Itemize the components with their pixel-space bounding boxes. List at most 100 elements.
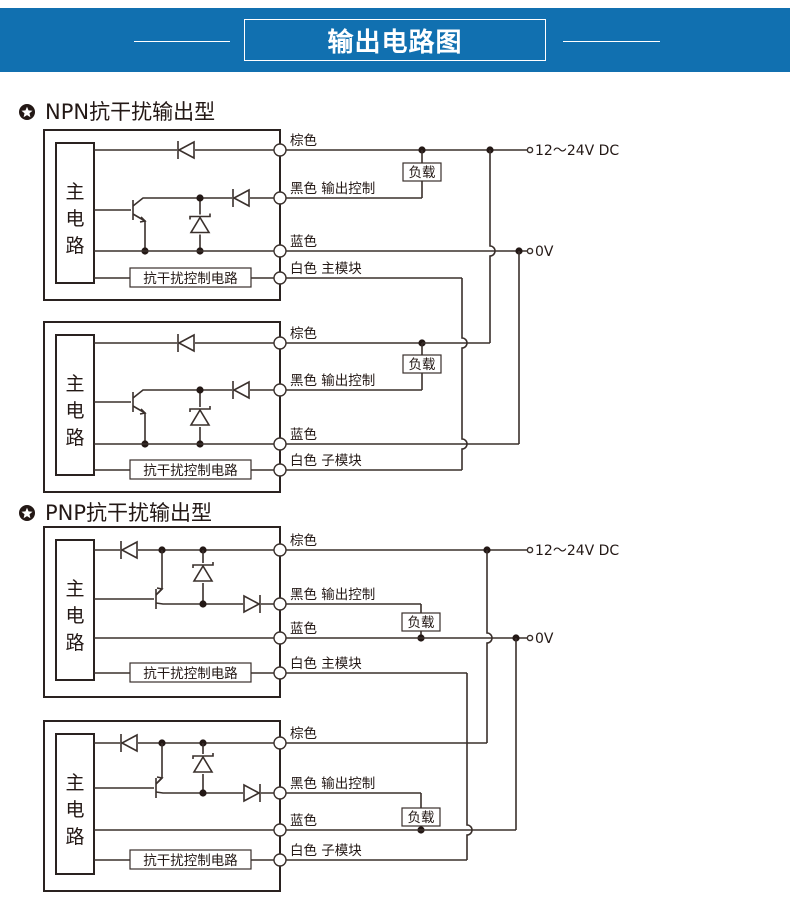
transistor-arrow [139, 216, 147, 223]
load-label: 负载 [408, 810, 435, 826]
header-title-box: 输出电路图 [244, 19, 546, 61]
diode-icon [243, 783, 261, 803]
terminal-icon [273, 597, 287, 611]
main-circuit-label: 主 [65, 373, 84, 395]
zener-diode-icon [192, 753, 214, 774]
wire-color-label: 蓝色 [290, 233, 317, 250]
diode-icon [120, 540, 138, 560]
diode-triangle [232, 188, 250, 208]
main-circuit-label: 电 [65, 208, 84, 230]
diode-triangle [177, 140, 195, 160]
wire-brown-bus [486, 550, 493, 743]
main-circuit-label: 电 [65, 605, 84, 627]
wire-color-label: 蓝色 [290, 620, 317, 637]
terminal-icon [273, 383, 287, 397]
terminal-icon [273, 853, 287, 867]
wire-color-label: 白色 主模块 [290, 655, 362, 672]
terminal-icon [273, 543, 287, 557]
page-header: 输出电路图 [0, 8, 790, 72]
transistor-collector-wire [132, 389, 275, 399]
wire-white-bus [461, 278, 468, 470]
section-heading-text: PNP抗干扰输出型 [45, 501, 212, 525]
main-circuit-label: 主 [65, 578, 84, 600]
diode-gap [120, 735, 138, 751]
wire-color-label: 黑色 输出控制 [290, 372, 375, 389]
main-circuit-label: 主 [65, 181, 84, 203]
zener-gap [191, 214, 209, 235]
terminal-icon [273, 823, 287, 837]
main-circuit-label: 主 [65, 772, 84, 794]
zener-gap [191, 407, 209, 427]
diode-gap [120, 542, 138, 558]
zener-triangle [189, 215, 211, 234]
terminal-icon [273, 191, 287, 205]
transistor-arrow [156, 587, 164, 594]
zener-bar [192, 562, 214, 568]
supply-ground-label: 0V [535, 631, 554, 647]
wire-color-label: 棕色 [290, 132, 317, 149]
wire-color-label: 黑色 输出控制 [290, 775, 375, 792]
zener-gap [194, 754, 212, 774]
terminal-icon [273, 437, 287, 451]
device-enclosure [43, 526, 281, 698]
load-label: 负载 [408, 615, 435, 631]
main-circuit-label: 路 [65, 632, 84, 654]
terminal-icon [273, 244, 287, 258]
wire-white-bus [466, 673, 473, 860]
wire-color-label: 白色 子模块 [290, 842, 362, 859]
junction-dot [196, 386, 204, 394]
page-title: 输出电路图 [327, 27, 463, 58]
diode-gap [177, 142, 195, 158]
diode-gap [177, 335, 195, 351]
section-heading-text: NPN抗干扰输出型 [45, 100, 215, 124]
supply-positive-label: 12～24V DC [535, 543, 619, 559]
diode-icon [232, 380, 250, 400]
supply-terminal-icon [526, 146, 534, 154]
transistor-arrow [139, 408, 147, 415]
diode-triangle [177, 333, 195, 353]
load-label: 负载 [409, 357, 436, 373]
supply-terminal-icon [526, 634, 534, 642]
transistor-collector-wire [155, 791, 275, 794]
wire-color-label: 棕色 [290, 725, 317, 742]
zener-triangle [192, 564, 214, 582]
wire-color-label: 黑色 输出控制 [290, 586, 375, 603]
device-enclosure [43, 129, 281, 301]
device-enclosure [43, 321, 281, 493]
section-heading: PNP抗干扰输出型 [19, 501, 212, 525]
supply-ground-label: 0V [535, 244, 554, 260]
terminal-icon [273, 736, 287, 750]
zener-diode-icon [189, 213, 211, 235]
section-heading: NPN抗干扰输出型 [19, 100, 215, 124]
zener-triangle [189, 408, 211, 426]
terminal-icon [273, 463, 287, 477]
header-rule-right [563, 41, 660, 42]
wire-color-label: 白色 主模块 [290, 260, 362, 277]
main-circuit-label: 电 [65, 400, 84, 422]
supply-positive-label: 12～24V DC [535, 143, 619, 159]
transistor-collector-wire [132, 197, 275, 207]
diode-gap [232, 382, 250, 398]
junction-dot [196, 194, 204, 202]
diode-gap [243, 596, 261, 612]
supply-terminal-icon [526, 546, 534, 554]
header-rule-left [134, 41, 230, 42]
control-circuit-label: 抗干扰控制电路 [143, 463, 238, 479]
control-circuit-label: 抗干扰控制电路 [143, 666, 238, 682]
main-circuit-label: 路 [65, 427, 84, 449]
zener-diode-icon [192, 562, 214, 583]
zener-triangle [192, 755, 214, 773]
diode-triangle [120, 733, 138, 753]
terminal-icon [273, 631, 287, 645]
device-enclosure [43, 720, 281, 892]
terminal-icon [273, 271, 287, 285]
zener-gap [194, 563, 212, 583]
main-circuit-box [55, 142, 95, 284]
wire-color-label: 白色 子模块 [290, 452, 362, 469]
terminal-icon [273, 336, 287, 350]
main-circuit-label: 电 [65, 799, 84, 821]
